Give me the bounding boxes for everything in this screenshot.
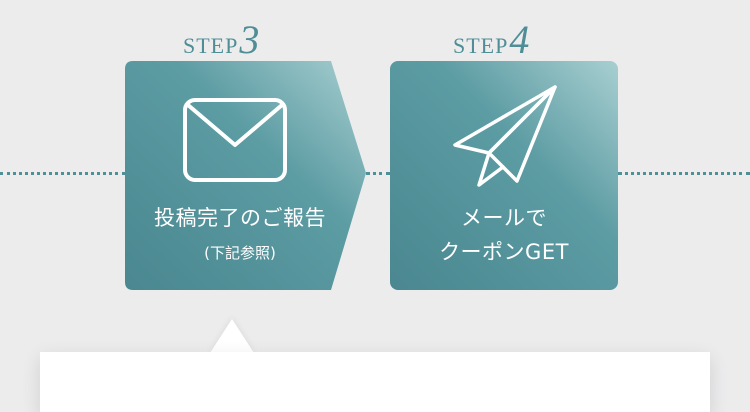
step-4-card: メールで クーポンGET (390, 61, 618, 290)
step-4-title-line1: メールで (461, 206, 547, 230)
connector-dots-left (0, 172, 125, 175)
step-4-title-line2: クーポンGET (439, 240, 569, 264)
connector-dots-middle (366, 172, 390, 175)
panel-pointer (210, 319, 254, 353)
step-3-word: STEP (183, 33, 239, 58)
envelope-icon (183, 98, 287, 182)
details-panel (40, 352, 710, 412)
step-3-subtitle: (下記参照) (204, 244, 276, 262)
step-4-card-shape (390, 61, 618, 290)
connector-dots-right (618, 172, 750, 175)
step-3-label: STEP3 (183, 20, 260, 60)
step-4-word: STEP (453, 33, 509, 58)
step-4-label: STEP4 (453, 20, 530, 60)
paper-plane-icon (453, 85, 557, 187)
step-3-card: 投稿完了のご報告 (下記参照) (125, 61, 367, 290)
step-4-number: 4 (509, 17, 531, 62)
step-3-number: 3 (239, 17, 261, 62)
step-3-title: 投稿完了のご報告 (154, 206, 326, 230)
